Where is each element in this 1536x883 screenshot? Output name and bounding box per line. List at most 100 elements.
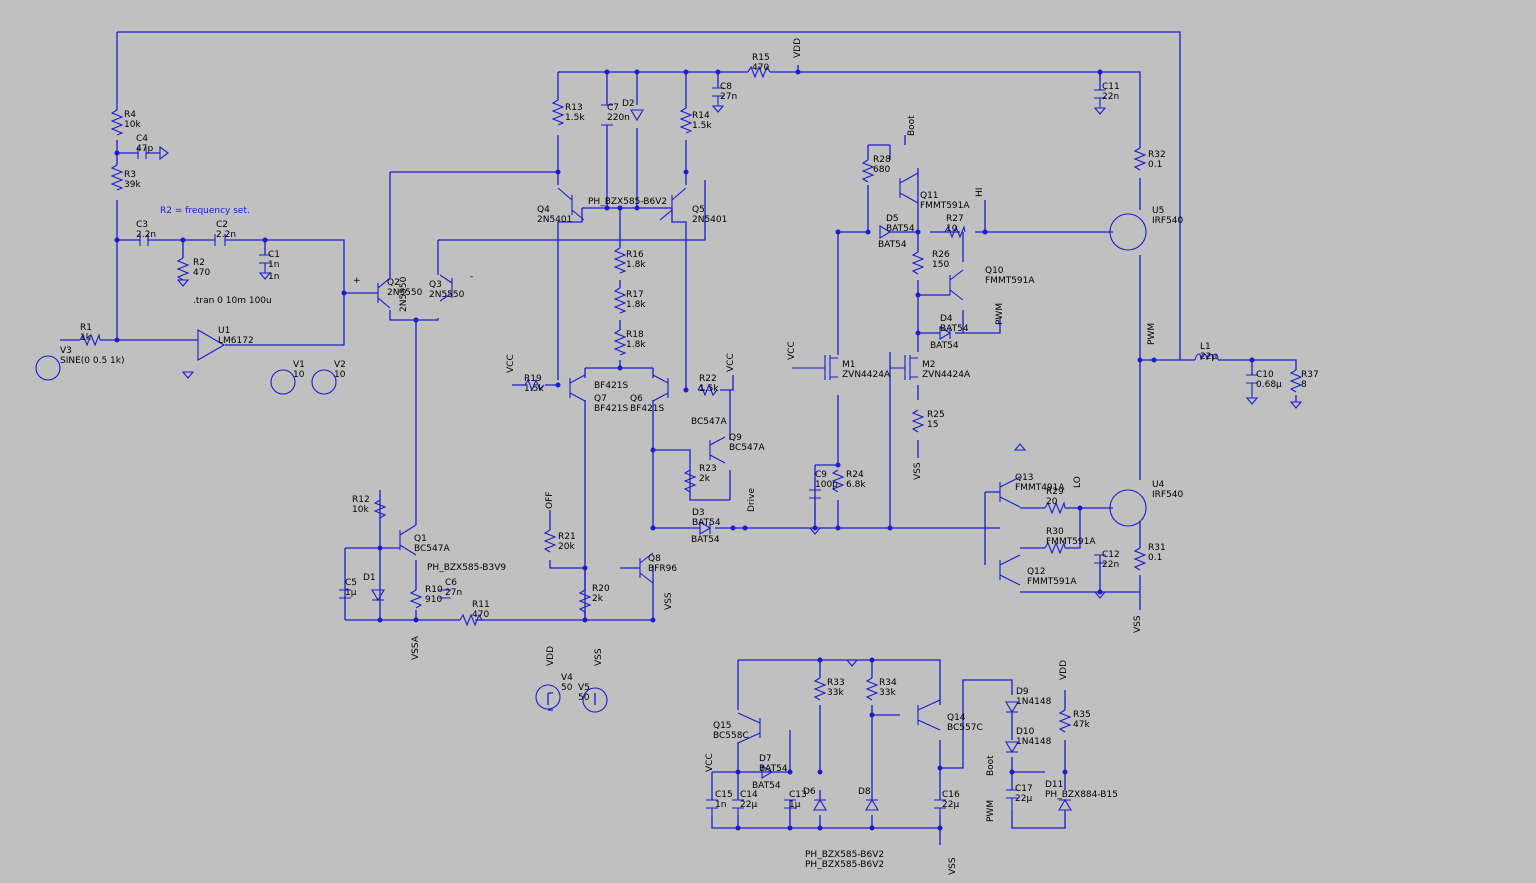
ref-q3: Q3 [429,280,442,290]
ref-c15: C15 [715,790,733,800]
value-q13: FMMT491A [1015,483,1065,493]
value-r17: 1.8k [626,300,646,310]
ref-d6: D6 [803,787,816,797]
ref-c13: C13 [789,790,807,800]
value-r18: 1.8k [626,340,646,350]
ref-r18: R18 [626,330,644,340]
ref-d1: D1 [363,573,376,583]
ref-c9: C9 [815,470,827,480]
value-c14: 22µ [740,800,757,810]
net-label: VCC [726,353,736,372]
ref-r31: R31 [1148,543,1166,553]
value-c12: 22n [1102,560,1119,570]
ref-d11: D11 [1045,780,1063,790]
value-r24: 6.8k [846,480,866,490]
ref-v2: V2 [334,360,346,370]
value-q1: BC547A [414,544,450,554]
ref-c12: C12 [1102,550,1120,560]
value-r10: 910 [425,595,442,605]
ref-r2: R2 [193,258,205,268]
value-m1: ZVN4424A [842,370,891,380]
wires [60,31,1297,845]
value-d5: BAT54 [886,224,915,234]
ref-u4: U4 [1152,480,1165,490]
ref-c7: C7 [607,103,619,113]
net-label: VDD [1059,660,1069,680]
ref-q15: Q15 [713,721,732,731]
ref-q8: Q8 [648,554,661,564]
value-d9: 1N4148 [1016,697,1052,707]
ref-q2: Q2 [387,278,400,288]
ref-r15: R15 [752,53,770,63]
value-r31: 0.1 [1148,553,1162,563]
ref-c1: C1 [268,250,280,260]
ref-r4: R4 [124,110,136,120]
junction-dots [114,69,1255,831]
ref-c16: C16 [942,790,960,800]
value-r32: 0.1 [1148,160,1162,170]
ref-r1: R1 [80,323,92,333]
annotation-text: BF421S [594,381,629,391]
value-r23: 2k [699,474,711,484]
ref-q4: Q4 [537,205,550,215]
value-r3: 39k [124,180,141,190]
net-label: VSS [594,648,604,666]
ref-l1: L1 [1200,342,1211,352]
value-l1: 22µ [1200,352,1217,362]
value-r13: 1.5k [565,113,585,123]
annotation-text: PH_BZX585-B3V9 [427,563,506,573]
value-c17: 22µ [1015,794,1032,804]
ref-q12: Q12 [1027,567,1046,577]
ref-r19: R19 [524,374,542,384]
ref-q1: Q1 [414,534,427,544]
annotation-text: PH_BZX585-B6V2 [805,850,884,860]
net-label: OFF [545,492,555,509]
value-q4: 2N5401 [537,215,572,225]
net-label: Boot [986,755,996,776]
value-r11: 470 [472,610,489,620]
ref-m2: M2 [922,360,936,370]
ref-c17: C17 [1015,784,1033,794]
ref-r33: R33 [827,678,845,688]
annotation-text: BAT54 [878,240,907,250]
annotation-text: PH_BZX585-B6V2 [588,197,667,207]
ref-c4: C4 [136,134,148,144]
ref-r3: R3 [124,170,136,180]
value-r35: 47k [1073,720,1090,730]
value-r33: 33k [827,688,844,698]
ref-c8: C8 [720,82,732,92]
net-label: VSSA [411,635,421,660]
net-label: HI [975,188,985,197]
ref-u1: U1 [218,326,230,336]
ref-r35: R35 [1073,710,1091,720]
net-label: VCC [787,341,797,360]
value-r22: 1.5k [699,384,719,394]
ref-r22: R22 [699,374,717,384]
net-label: PWM [995,303,1005,325]
value-r27: 10 [946,224,958,234]
value-q5: 2N5401 [692,215,727,225]
ref-r37: R37 [1301,370,1319,380]
annotation-text: PH_BZX585-B6V2 [805,860,884,870]
net-label: Drive [747,488,757,512]
ref-q13: Q13 [1015,473,1034,483]
ref-q10: Q10 [985,266,1004,276]
ref-d10: D10 [1016,727,1035,737]
value-r26: 150 [932,260,949,270]
value-r20: 2k [592,594,604,604]
net-label: VDD [793,38,803,58]
value-m2: ZVN4424A [922,370,971,380]
value-q7: BF421S [594,404,629,414]
annotation-text: + [353,276,361,286]
value-c7: 220n [607,113,630,123]
value-q15: BC558C [713,731,749,741]
ref-c3: C3 [136,220,148,230]
value-u4: IRF540 [1152,490,1184,500]
ref-r25: R25 [927,410,945,420]
ref-r10: R10 [425,585,443,595]
value-r30: FMMT591A [1046,537,1096,547]
ref-r29: R29 [1046,487,1064,497]
ref-c11: C11 [1102,82,1120,92]
